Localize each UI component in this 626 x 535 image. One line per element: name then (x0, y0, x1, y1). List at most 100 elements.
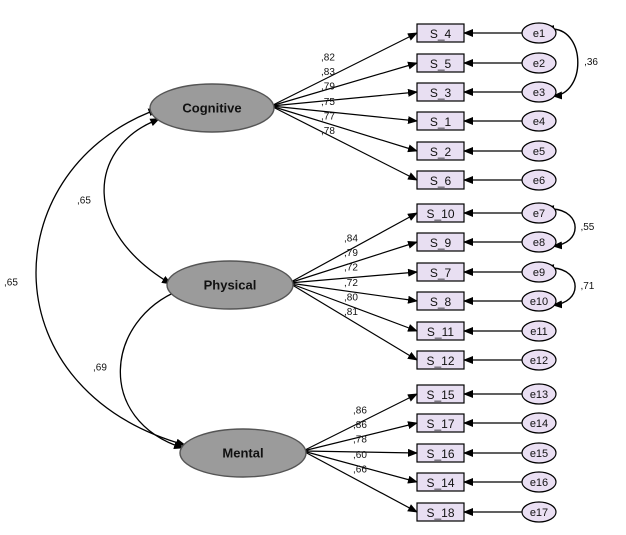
error-term (521, 442, 557, 464)
error-term (521, 383, 557, 405)
indicator-box (416, 23, 465, 43)
loading-path (288, 240, 418, 284)
indicator-box (416, 141, 465, 161)
error-label: e11 (530, 326, 548, 338)
error-label: e3 (533, 87, 545, 99)
loading-path (288, 268, 418, 284)
indicator-label: S_6 (430, 174, 452, 188)
indicator-box (416, 502, 465, 522)
loading-path (288, 282, 418, 361)
error-term (521, 140, 557, 162)
loading-label: ,79 (344, 248, 358, 259)
error-label: e7 (533, 208, 545, 220)
loading-label: ,78 (353, 435, 367, 446)
error-term (521, 471, 557, 493)
error-term (521, 169, 557, 191)
indicator-box (416, 232, 465, 252)
indicator-box (416, 170, 465, 190)
indicator-label: S_15 (426, 388, 454, 402)
indicator-label: S_5 (430, 57, 452, 71)
error-label: e15 (530, 448, 548, 460)
indicator-box (416, 291, 465, 311)
error-term (521, 261, 557, 283)
indicator-label: S_1 (430, 115, 452, 129)
loading-path (270, 88, 418, 107)
error-label: e1 (533, 28, 545, 40)
factor-correlation-label: ,65 (77, 196, 91, 207)
indicator-label: S_4 (430, 27, 452, 41)
indicator-box (416, 350, 465, 370)
error-covariance-curve (544, 264, 576, 309)
indicator-label: S_14 (426, 476, 454, 490)
latent-label: Mental (222, 446, 263, 461)
indicator-box (416, 413, 465, 433)
error-term (521, 231, 557, 253)
error-label: e17 (530, 507, 548, 519)
error-covariance-curve (544, 205, 576, 250)
error-covariance-label: ,71 (580, 281, 594, 292)
latent-factor-men (179, 428, 307, 478)
error-label: e6 (533, 175, 545, 187)
loading-label: ,86 (353, 406, 367, 417)
loading-label: ,66 (353, 465, 367, 476)
latent-label: Physical (204, 278, 257, 293)
loading-path (270, 105, 418, 181)
loading-label: ,72 (344, 263, 358, 274)
loading-path (288, 212, 418, 284)
loading-path (270, 105, 418, 153)
indicator-box (416, 384, 465, 404)
indicator-box (416, 111, 465, 131)
error-term (521, 412, 557, 434)
factor-correlation-curve (103, 118, 172, 285)
loading-label: ,77 (321, 112, 335, 123)
error-label: e8 (533, 237, 545, 249)
loading-path (288, 282, 418, 332)
loading-label: ,75 (321, 97, 335, 108)
error-label: e9 (533, 267, 545, 279)
loading-path (302, 450, 418, 484)
error-covariance-curve (544, 25, 579, 100)
indicator-box (416, 321, 465, 341)
loading-label: ,79 (321, 82, 335, 93)
indicator-label: S_10 (426, 207, 454, 221)
indicator-box (416, 472, 465, 492)
indicator-label: S_3 (430, 86, 452, 100)
factor-correlation-label: ,65 (4, 278, 18, 289)
indicator-label: S_9 (430, 236, 452, 250)
loading-path (302, 448, 418, 457)
error-label: e14 (530, 418, 548, 430)
indicator-box (416, 53, 465, 73)
error-label: e12 (530, 355, 548, 367)
error-term (521, 501, 557, 523)
indicator-label: S_16 (426, 447, 454, 461)
latent-factor-phy (166, 260, 294, 310)
error-label: e4 (533, 116, 545, 128)
factor-correlation-label: ,69 (93, 363, 107, 374)
indicator-box (416, 203, 465, 223)
loading-path (302, 393, 418, 452)
loading-path (270, 61, 418, 107)
latent-factor-cog (149, 83, 275, 133)
error-label: e16 (530, 477, 548, 489)
indicator-label: S_7 (430, 266, 452, 280)
error-term (521, 290, 557, 312)
error-term (521, 349, 557, 371)
loading-label: ,78 (321, 126, 335, 137)
loading-path (270, 32, 418, 107)
loading-label: ,80 (344, 293, 358, 304)
error-covariance-label: ,55 (580, 222, 594, 233)
loading-label: ,83 (321, 67, 335, 78)
indicator-label: S_17 (426, 417, 454, 431)
error-term (521, 110, 557, 132)
indicator-label: S_2 (430, 145, 452, 159)
error-covariance-label: ,36 (584, 57, 598, 68)
loading-label: ,84 (344, 234, 358, 245)
loading-label: ,72 (344, 278, 358, 289)
loading-path (302, 450, 418, 513)
indicator-label: S_11 (427, 325, 454, 339)
error-label: e2 (533, 58, 545, 70)
indicator-box (416, 443, 465, 463)
error-label: e10 (530, 296, 548, 308)
